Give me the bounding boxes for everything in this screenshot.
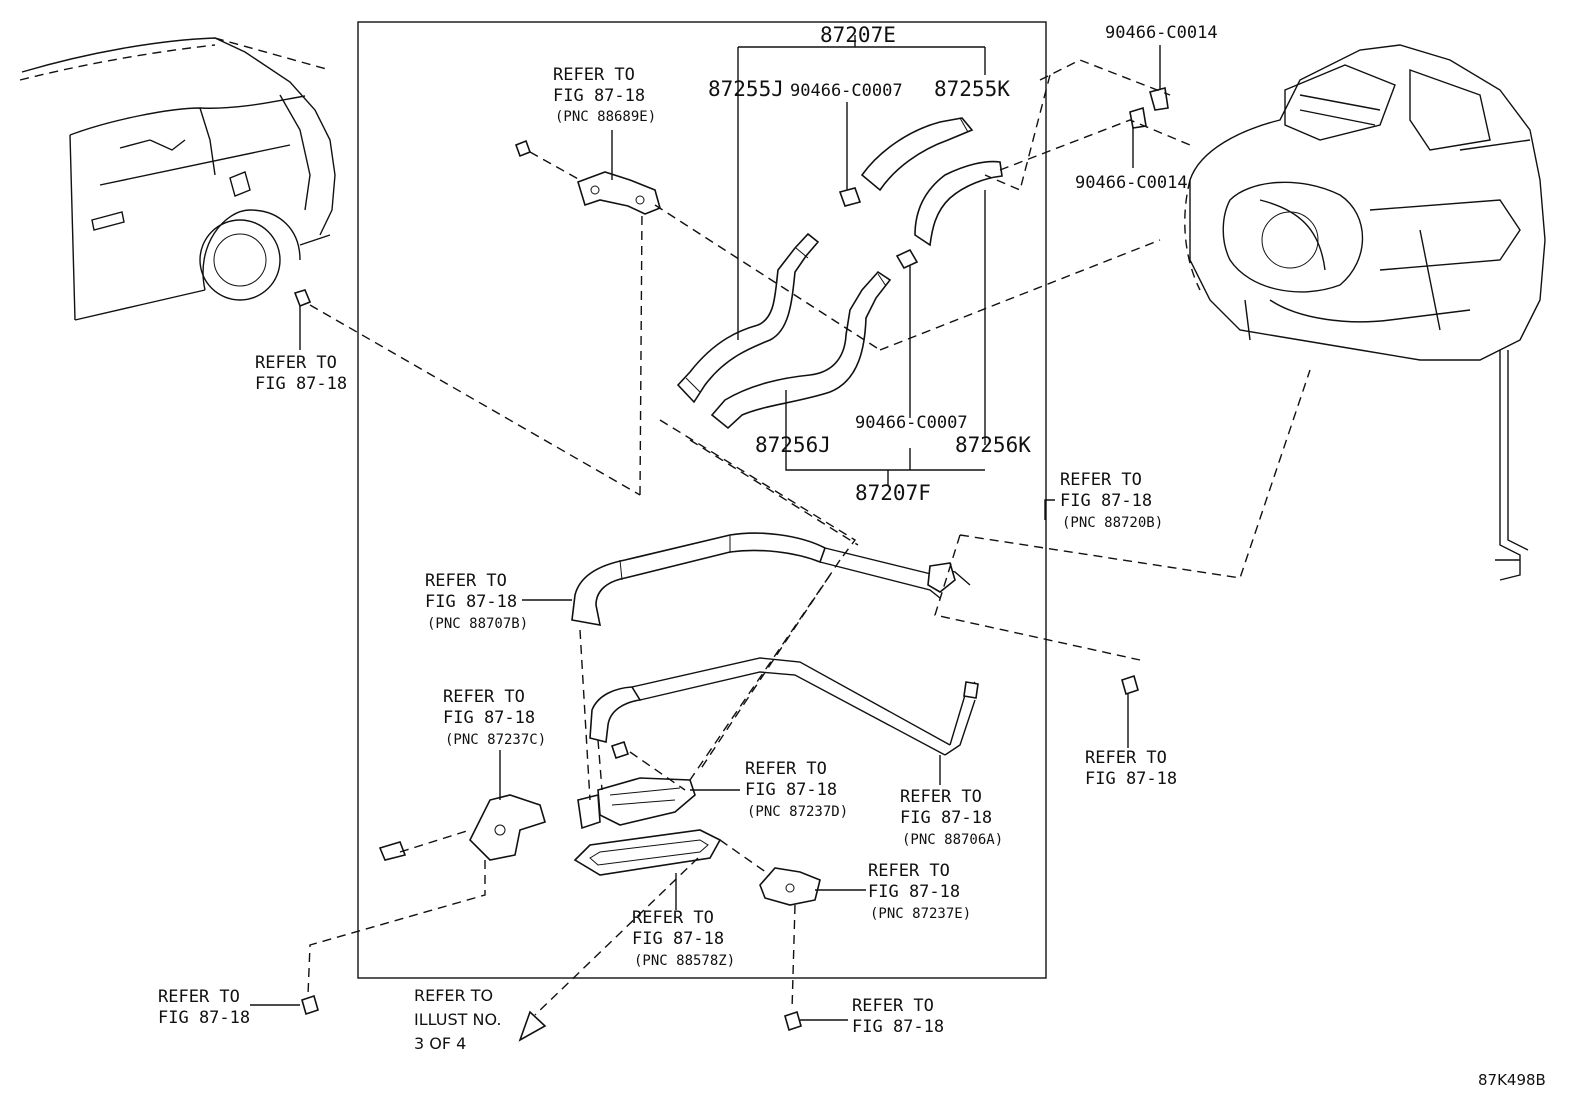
- clip-icon: [838, 187, 862, 207]
- part-label-90466-C0007-mid: 90466-C0007: [855, 413, 968, 433]
- clip-icon: [895, 248, 919, 270]
- svg-text:REFER TO: REFER TO: [900, 787, 982, 807]
- solid-leaders: [250, 35, 1161, 1021]
- svg-text:(PNC 87237D): (PNC 87237D): [747, 804, 848, 820]
- svg-text:(PNC 88689E): (PNC 88689E): [555, 109, 656, 125]
- svg-text:REFER TO: REFER TO: [852, 996, 934, 1016]
- dashed-leaders: [307, 59, 1311, 1016]
- svg-text:FIG 87-18: FIG 87-18: [852, 1017, 944, 1037]
- bolt-icon: [514, 139, 532, 158]
- svg-text:FIG 87-18: FIG 87-18: [745, 780, 837, 800]
- hose-87256K: [914, 160, 1003, 247]
- svg-text:REFER TO: REFER TO: [745, 759, 827, 779]
- svg-text:REFER TO: REFER TO: [414, 986, 493, 1005]
- svg-text:FIG 87-18: FIG 87-18: [255, 374, 347, 394]
- svg-text:(PNC 88720B): (PNC 88720B): [1062, 515, 1163, 531]
- mount-bracket-87237C: [469, 794, 546, 861]
- arrow-icon: [518, 1010, 547, 1042]
- svg-text:(PNC 88578Z): (PNC 88578Z): [634, 953, 735, 969]
- ref-88720B: REFER TO FIG 87-18 (PNC 88720B): [1060, 470, 1163, 531]
- part-label-90466-C0014-bottom: 90466-C0014: [1075, 173, 1188, 193]
- bolt-icon: [301, 994, 319, 1016]
- svg-text:REFER TO: REFER TO: [255, 353, 337, 373]
- heater-pipe-lower: [589, 657, 979, 756]
- bolt-icon: [784, 1010, 802, 1032]
- ref-left-bolt: REFER TO FIG 87-18: [255, 353, 347, 394]
- ref-illust-3-of-4: REFER TO ILLUST NO. 3 OF 4: [414, 986, 501, 1053]
- svg-text:REFER TO: REFER TO: [632, 908, 714, 928]
- ref-88707B: REFER TO FIG 87-18 (PNC 88707B): [425, 571, 528, 632]
- ref-87237C: REFER TO FIG 87-18 (PNC 87237C): [443, 687, 546, 748]
- part-label-90466-C0014-top: 90466-C0014: [1105, 23, 1218, 43]
- bolt-icon: [293, 289, 312, 308]
- diagram-code: 87K498B: [1478, 1071, 1546, 1089]
- hose-bracket: [577, 171, 661, 215]
- svg-text:FIG 87-18: FIG 87-18: [1060, 491, 1152, 511]
- svg-text:FIG 87-18: FIG 87-18: [900, 808, 992, 828]
- part-label-90466-C0007-top: 90466-C0007: [790, 81, 903, 101]
- svg-text:(PNC 87237E): (PNC 87237E): [870, 906, 971, 922]
- svg-text:FIG 87-18: FIG 87-18: [443, 708, 535, 728]
- ref-bottom-left-bolt: REFER TO FIG 87-18: [158, 987, 250, 1028]
- svg-text:(PNC 88707B): (PNC 88707B): [427, 616, 528, 632]
- svg-text:REFER TO: REFER TO: [443, 687, 525, 707]
- svg-text:REFER TO: REFER TO: [868, 861, 950, 881]
- svg-text:(PNC 88706A): (PNC 88706A): [902, 832, 1003, 848]
- bolt-icon: [1121, 674, 1139, 696]
- lower-bracket-assembly: [577, 740, 696, 830]
- svg-text:REFER TO: REFER TO: [425, 571, 507, 591]
- ref-88578Z: REFER TO FIG 87-18 (PNC 88578Z): [632, 908, 735, 969]
- seal-88578Z: [573, 829, 722, 876]
- svg-text:FIG 87-18: FIG 87-18: [868, 882, 960, 902]
- part-label-87255K: 87255K: [934, 77, 1010, 101]
- svg-text:(PNC 87237C): (PNC 87237C): [445, 732, 546, 748]
- ref-87237D: REFER TO FIG 87-18 (PNC 87237D): [745, 759, 848, 820]
- bolt-icon: [378, 841, 407, 861]
- ref-87237E: REFER TO FIG 87-18 (PNC 87237E): [868, 861, 971, 922]
- svg-text:REFER TO: REFER TO: [158, 987, 240, 1007]
- ref-88689E: REFER TO FIG 87-18 (PNC 88689E): [553, 65, 656, 125]
- vehicle-outline: [19, 37, 336, 321]
- kit-label-87207E: 87207E: [820, 23, 896, 47]
- heater-pipe-upper: [571, 532, 971, 626]
- svg-text:FIG 87-18: FIG 87-18: [553, 86, 645, 106]
- hose-87256J: [710, 270, 892, 430]
- ref-bottom-center-bolt: REFER TO FIG 87-18: [852, 996, 944, 1037]
- ref-right-bolt: REFER TO FIG 87-18: [1085, 748, 1177, 789]
- svg-text:FIG 87-18: FIG 87-18: [632, 929, 724, 949]
- hose-87255J: [676, 232, 820, 404]
- part-label-87256J: 87256J: [755, 433, 831, 457]
- ref-88706A: REFER TO FIG 87-18 (PNC 88706A): [900, 787, 1003, 848]
- part-label-87256K: 87256K: [955, 433, 1031, 457]
- bracket-87237E: [759, 867, 821, 906]
- hose-87255K: [860, 117, 974, 192]
- svg-text:3 OF 4: 3 OF 4: [414, 1034, 466, 1053]
- svg-text:FIG 87-18: FIG 87-18: [425, 592, 517, 612]
- hvac-unit-assembly: [1129, 44, 1546, 581]
- svg-text:FIG 87-18: FIG 87-18: [158, 1008, 250, 1028]
- kit-label-87207F: 87207F: [855, 481, 931, 505]
- svg-text:ILLUST NO.: ILLUST NO.: [414, 1010, 501, 1029]
- svg-text:REFER TO: REFER TO: [1085, 748, 1167, 768]
- part-label-87255J: 87255J: [708, 77, 784, 101]
- svg-text:REFER TO: REFER TO: [553, 65, 635, 85]
- svg-text:REFER TO: REFER TO: [1060, 470, 1142, 490]
- svg-text:FIG 87-18: FIG 87-18: [1085, 769, 1177, 789]
